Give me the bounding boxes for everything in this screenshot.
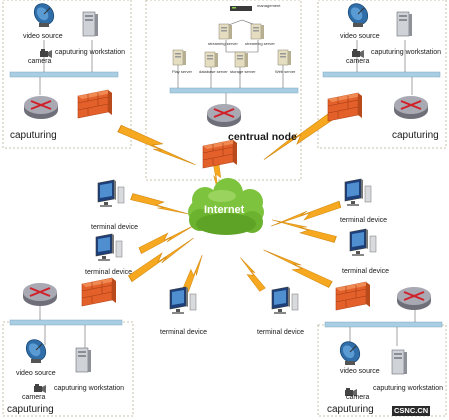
server-label: Web server — [275, 69, 296, 74]
top-left-boundary — [2, 0, 132, 149]
camera-icon — [352, 49, 364, 58]
video-source-dish-icon — [343, 0, 373, 29]
server-label: streaming server — [245, 41, 275, 46]
terminal-monitor-icon — [344, 178, 372, 207]
camera-label: camera — [22, 394, 46, 401]
capturing-workstation-label: caputuring workstation — [371, 49, 442, 56]
backbone-bottom-right — [324, 321, 443, 328]
capturing-workstation-label: caputuring workstation — [55, 49, 126, 56]
video-source-label: video source — [340, 368, 380, 375]
backbone-central — [169, 87, 299, 94]
backbone-bottom-left — [9, 319, 123, 326]
video-source-label: video source — [16, 370, 56, 377]
workstation-tower-icon — [75, 347, 92, 373]
camera-icon — [34, 384, 46, 393]
capturing-workstation-label: caputuring workstation — [373, 385, 444, 392]
watermark: CSNC.CN — [392, 406, 431, 416]
workstation-tower-icon — [391, 349, 408, 375]
video-source-dish-icon — [21, 335, 51, 365]
video-source-label: video source — [340, 33, 380, 40]
internet-label: Internet — [204, 204, 245, 216]
terminal-monitor-icon — [97, 179, 125, 208]
terminal-device-label: terminal device — [342, 268, 390, 275]
video-source-label: video source — [23, 33, 63, 40]
firewall-bottom-right — [335, 281, 371, 311]
server-label: management — [257, 3, 281, 8]
terminal-device-label: terminal device — [91, 224, 139, 231]
top-right-boundary — [317, 0, 447, 149]
camera-label: camera — [346, 394, 370, 401]
router-bottom-right — [396, 286, 432, 311]
firewall-top-right — [327, 92, 363, 122]
server-label: storage server — [230, 69, 256, 74]
terminal-device-label: terminal device — [85, 269, 133, 276]
router-central — [206, 103, 242, 128]
capturing-label: caputuring — [392, 130, 439, 141]
workstation-tower-icon — [396, 11, 413, 37]
capturing-label: caputuring — [10, 130, 57, 141]
camera-icon — [40, 49, 52, 58]
server-label: streaming server — [208, 41, 238, 46]
terminal-device-label: terminal device — [257, 329, 305, 336]
firewall-top-left — [77, 89, 113, 119]
backbone-top-left — [9, 71, 119, 78]
firewall-bottom-left — [81, 277, 117, 307]
terminal-monitor-icon — [169, 286, 197, 315]
central-node-title: centrual node — [228, 131, 297, 143]
server-label: database server — [199, 69, 228, 74]
camera-label: camera — [346, 58, 370, 65]
terminal-monitor-icon — [95, 233, 123, 262]
capturing-workstation-label: caputuring workstation — [54, 385, 125, 392]
central-servers — [172, 6, 292, 68]
router-bottom-left — [22, 282, 58, 307]
firewall-central — [202, 139, 238, 169]
video-source-dish-icon — [29, 0, 59, 29]
video-source-dish-icon — [335, 337, 365, 367]
internet-cloud — [188, 178, 264, 235]
capturing-label: caputuring — [7, 404, 54, 415]
workstation-tower-icon — [82, 11, 99, 37]
capturing-label: caputuring — [327, 404, 374, 415]
terminal-device-label: terminal device — [160, 329, 208, 336]
bottom-left-boundary — [2, 321, 134, 417]
terminal-monitor-icon — [349, 228, 377, 257]
bottom-right-boundary — [317, 324, 447, 417]
router-top-right — [393, 95, 429, 120]
terminal-monitor-icon — [271, 286, 299, 315]
terminal-device-label: terminal device — [340, 217, 388, 224]
server-label: Play server — [172, 69, 193, 74]
router-top-left — [23, 95, 59, 120]
camera-label: camera — [28, 58, 52, 65]
backbone-top-right — [322, 71, 441, 78]
